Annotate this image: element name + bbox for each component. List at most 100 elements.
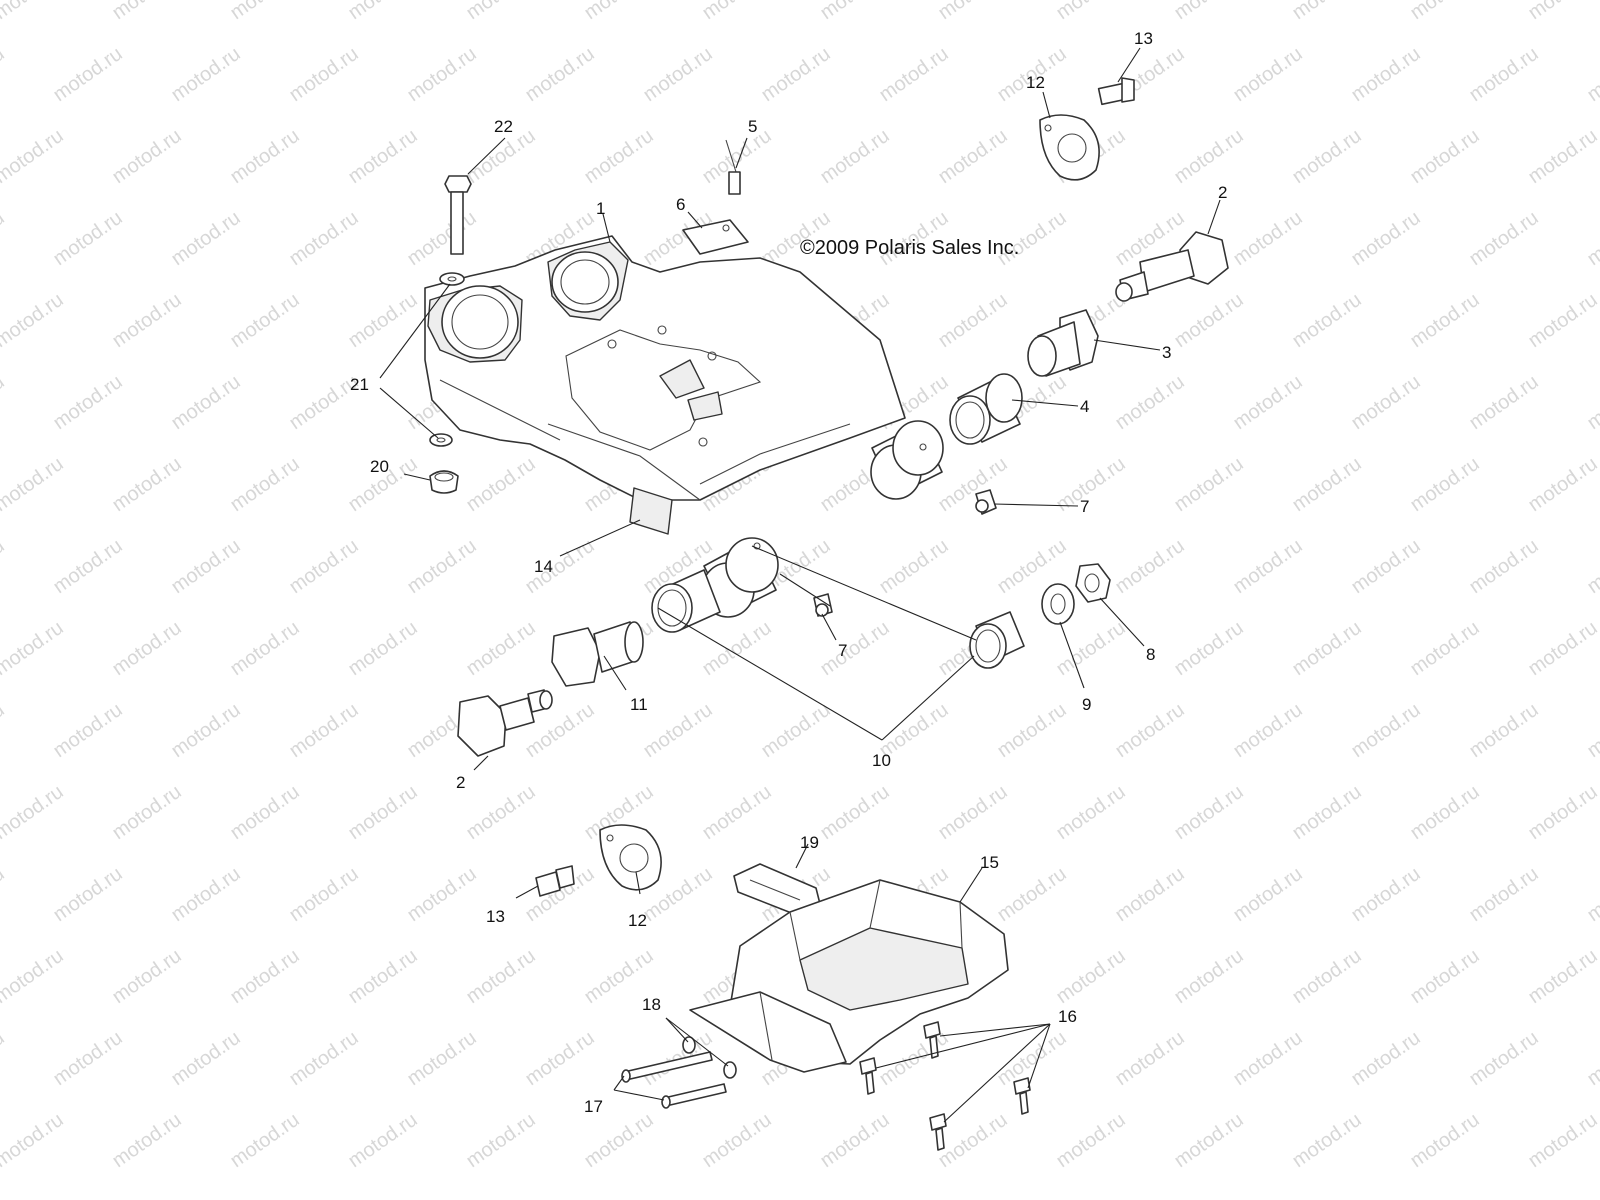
watermark-text: motod.ru xyxy=(462,781,539,844)
watermark-text: motod.ru xyxy=(226,125,303,188)
part-2-pivot-bolt-lower xyxy=(457,689,553,757)
callout-10: 10 xyxy=(872,751,891,770)
watermark-text: motod.ru xyxy=(1111,535,1188,598)
watermark-text: motod.ru xyxy=(49,43,126,106)
part-2-pivot-bolt-upper xyxy=(1115,231,1229,302)
watermark-text: motod.ru xyxy=(1170,125,1247,188)
watermark-text: motod.ru xyxy=(1229,43,1306,106)
watermark-text: motod.ru xyxy=(1170,1109,1247,1172)
watermark-text: motod.ru xyxy=(698,0,775,24)
watermark-text: motod.ru xyxy=(403,863,480,926)
callout-9: 9 xyxy=(1082,695,1091,714)
callout-3: 3 xyxy=(1162,343,1171,362)
watermark-text: motod.ru xyxy=(344,125,421,188)
watermark-text: motod.ru xyxy=(1465,371,1542,434)
watermark-text: motod.ru xyxy=(344,0,421,24)
watermark-text: motod.ru xyxy=(226,617,303,680)
watermark-text: motod.ru xyxy=(0,781,68,844)
callout-15: 15 xyxy=(980,853,999,872)
callout-16: 16 xyxy=(1058,1007,1077,1026)
watermark-text: motod.ru xyxy=(1052,453,1129,516)
watermark-text: motod.ru xyxy=(285,863,362,926)
watermark-text: motod.ru xyxy=(1524,289,1600,352)
watermark-text: motod.ru xyxy=(0,945,68,1008)
watermark-text: motod.ru xyxy=(0,535,9,598)
watermark-text: motod.ru xyxy=(1347,207,1424,270)
watermark-text: motod.ru xyxy=(1111,371,1188,434)
watermark-text: motod.ru xyxy=(1052,0,1129,24)
watermark-text: motod.ru xyxy=(1406,125,1483,188)
watermark-text: motod.ru xyxy=(580,125,657,188)
part-22-bolt xyxy=(444,175,472,255)
callout-12-upper: 12 xyxy=(1026,73,1045,92)
part-18-washer-upper xyxy=(682,1036,696,1054)
watermark-text: motod.ru xyxy=(226,453,303,516)
callout-14: 14 xyxy=(534,557,553,576)
watermark-text: motod.ru xyxy=(1406,781,1483,844)
part-8-nut xyxy=(1075,563,1111,603)
watermark-text: motod.ru xyxy=(1583,371,1600,434)
part-12-cam-plate-upper xyxy=(1039,114,1100,181)
watermark-text: motod.ru xyxy=(1229,371,1306,434)
watermark-text: motod.ru xyxy=(344,945,421,1008)
callout-19: 19 xyxy=(800,833,819,852)
watermark-text: motod.ru xyxy=(1052,781,1129,844)
part-12-cam-plate-lower xyxy=(599,824,662,891)
watermark-text: motod.ru xyxy=(344,289,421,352)
watermark-text: motod.ru xyxy=(993,863,1070,926)
callout-13-lower: 13 xyxy=(486,907,505,926)
callout-21: 21 xyxy=(350,375,369,394)
part-13-bolt-upper xyxy=(1097,77,1135,106)
watermark-text: motod.ru xyxy=(0,125,68,188)
watermark-text: motod.ru xyxy=(0,43,9,106)
part-16-bolt-d xyxy=(929,1113,947,1151)
watermark-text: motod.ru xyxy=(1111,699,1188,762)
watermark-text: motod.ru xyxy=(49,207,126,270)
part-6-plate xyxy=(682,219,749,255)
watermark-text: motod.ru xyxy=(1406,617,1483,680)
watermark-text: motod.ru xyxy=(167,863,244,926)
watermark-text: motod.ru xyxy=(0,699,9,762)
watermark-text: motod.ru xyxy=(1524,617,1600,680)
watermark-text: motod.ru xyxy=(0,453,68,516)
callout-11: 11 xyxy=(630,695,648,714)
watermark-text: motod.ru xyxy=(1347,371,1424,434)
watermark-text: motod.ru xyxy=(49,863,126,926)
watermark-text: motod.ru xyxy=(639,699,716,762)
callout-2-upper: 2 xyxy=(1218,183,1227,202)
part-14-decal xyxy=(629,487,673,535)
callout-5: 5 xyxy=(748,117,757,136)
watermark-text: motod.ru xyxy=(285,535,362,598)
watermark-text: motod.ru xyxy=(1288,945,1365,1008)
watermark-text: motod.ru xyxy=(462,453,539,516)
watermark-text: motod.ru xyxy=(462,617,539,680)
watermark-text: motod.ru xyxy=(1465,1027,1542,1090)
watermark-text: motod.ru xyxy=(0,0,68,24)
watermark-text: motod.ru xyxy=(698,781,775,844)
watermark-text: motod.ru xyxy=(1583,863,1600,926)
callout-6: 6 xyxy=(676,195,685,214)
watermark-text: motod.ru xyxy=(462,945,539,1008)
watermark-text: motod.ru xyxy=(344,1109,421,1172)
watermark-text: motod.ru xyxy=(285,43,362,106)
watermark-text: motod.ru xyxy=(1524,1109,1600,1172)
watermark-text: motod.ru xyxy=(934,453,1011,516)
watermark-text: motod.ru xyxy=(108,0,185,24)
watermark-text: motod.ru xyxy=(1111,1027,1188,1090)
watermark-text: motod.ru xyxy=(1052,617,1129,680)
part-7-grease-fitting-lower xyxy=(813,593,833,617)
watermark-text: motod.ru xyxy=(934,0,1011,24)
watermark-text: motod.ru xyxy=(875,535,952,598)
part-3-bushing-upper xyxy=(1027,309,1099,377)
watermark-text: motod.ru xyxy=(934,781,1011,844)
watermark-text: motod.ru xyxy=(167,43,244,106)
watermark-text: motod.ru xyxy=(1583,207,1600,270)
watermark-text: motod.ru xyxy=(1229,699,1306,762)
watermark-text: motod.ru xyxy=(167,207,244,270)
watermark-text: motod.ru xyxy=(49,371,126,434)
watermark-text: motod.ru xyxy=(757,699,834,762)
watermark-text: motod.ru xyxy=(816,125,893,188)
watermark-text: motod.ru xyxy=(0,617,68,680)
watermark-text: motod.ru xyxy=(285,699,362,762)
